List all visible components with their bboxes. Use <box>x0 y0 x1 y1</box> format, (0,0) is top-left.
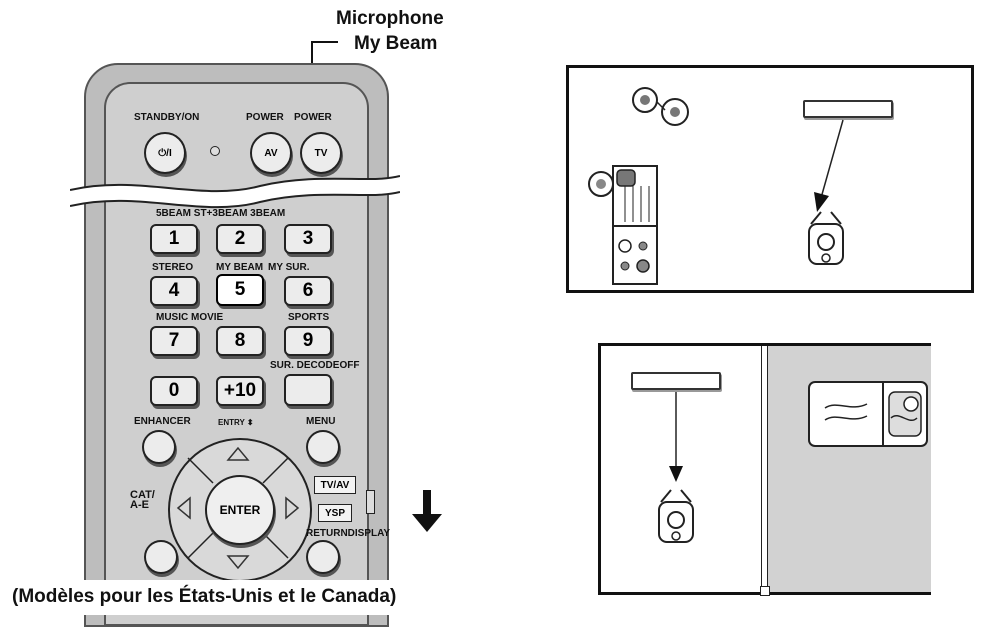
button-2[interactable]: 2 <box>216 224 264 254</box>
people-group-icon <box>632 87 689 126</box>
arrow-down-icon <box>226 555 250 570</box>
listener-icon <box>808 211 844 265</box>
return-button[interactable] <box>306 540 340 574</box>
divider-foot <box>760 586 770 596</box>
enter-button[interactable]: ENTER <box>205 475 275 545</box>
label-return-display: RETURNDISPLAY <box>306 528 391 539</box>
callout-my-beam: My Beam <box>354 33 438 54</box>
switch-ysp[interactable]: YSP <box>318 504 352 522</box>
remote-break-lines <box>70 175 400 209</box>
label-power-tv: POWER <box>294 112 332 123</box>
label-menu: MENU <box>306 416 336 427</box>
listener-icon-2 <box>658 489 694 543</box>
menu-button[interactable] <box>306 430 340 464</box>
label-music-movie: MUSIC MOVIE <box>156 312 224 323</box>
dpad-arrows <box>176 446 300 570</box>
switch-tvav[interactable]: TV/AV <box>314 476 356 494</box>
bottom-left-button[interactable] <box>144 540 178 574</box>
label-cat-ae: CAT/ A-E <box>130 489 155 511</box>
bed-with-person-icon <box>808 381 928 447</box>
power-av-button[interactable]: AV <box>250 132 292 174</box>
button-8[interactable]: 8 <box>216 326 264 356</box>
ysp-speaker-bar-2 <box>631 372 721 390</box>
button-0[interactable]: 0 <box>150 376 198 406</box>
standby-button[interactable]: ⏻/I <box>144 132 186 174</box>
ysp-speaker-bar <box>803 100 893 118</box>
room-diagram-2 <box>598 343 931 596</box>
button-4[interactable]: 4 <box>150 276 198 306</box>
button-6[interactable]: 6 <box>284 276 332 306</box>
down-arrow-icon <box>412 490 442 532</box>
sound-direction-arrow <box>814 119 844 212</box>
label-beam-modes: 5BEAM ST+3BEAM 3BEAM <box>156 208 286 219</box>
label-sports: SPORTS <box>288 312 330 323</box>
label-stereo: STEREO <box>152 262 194 273</box>
arrow-left-icon <box>176 496 191 520</box>
desk-with-person-icon <box>588 165 658 285</box>
label-sur-decode-off: SUR. DECODEOFF <box>270 360 360 371</box>
switch-slider[interactable] <box>366 490 375 514</box>
button-plus-10[interactable]: +10 <box>216 376 264 406</box>
room-diagram-1 <box>566 65 974 293</box>
button-9[interactable]: 9 <box>284 326 332 356</box>
sound-direction-arrow-2 <box>669 392 683 482</box>
caption-background <box>0 580 470 615</box>
button-sur-decode[interactable] <box>284 374 332 406</box>
button-1[interactable]: 1 <box>150 224 198 254</box>
label-enhancer: ENHANCER <box>134 416 191 427</box>
label-my-sur: MY SUR. <box>268 262 310 273</box>
label-power-av: POWER <box>246 112 284 123</box>
indicator-led <box>210 146 220 156</box>
arrow-right-icon <box>285 496 300 520</box>
callout-leader-line <box>311 41 338 64</box>
label-standby: STANDBY/ON <box>134 112 200 123</box>
label-my-beam: MY BEAM <box>216 262 264 273</box>
label-entry: ENTRY ⬍ <box>218 418 254 427</box>
room-divider-wall <box>761 346 768 592</box>
arrow-up-icon <box>226 446 250 461</box>
button-5-my-beam[interactable]: 5 <box>216 274 264 306</box>
button-3[interactable]: 3 <box>284 224 332 254</box>
caption-models: (Modèles pour les États-Unis et le Canad… <box>12 586 397 607</box>
callout-microphone: Microphone <box>336 8 444 29</box>
button-7[interactable]: 7 <box>150 326 198 356</box>
enhancer-button[interactable] <box>142 430 176 464</box>
power-tv-button[interactable]: TV <box>300 132 342 174</box>
